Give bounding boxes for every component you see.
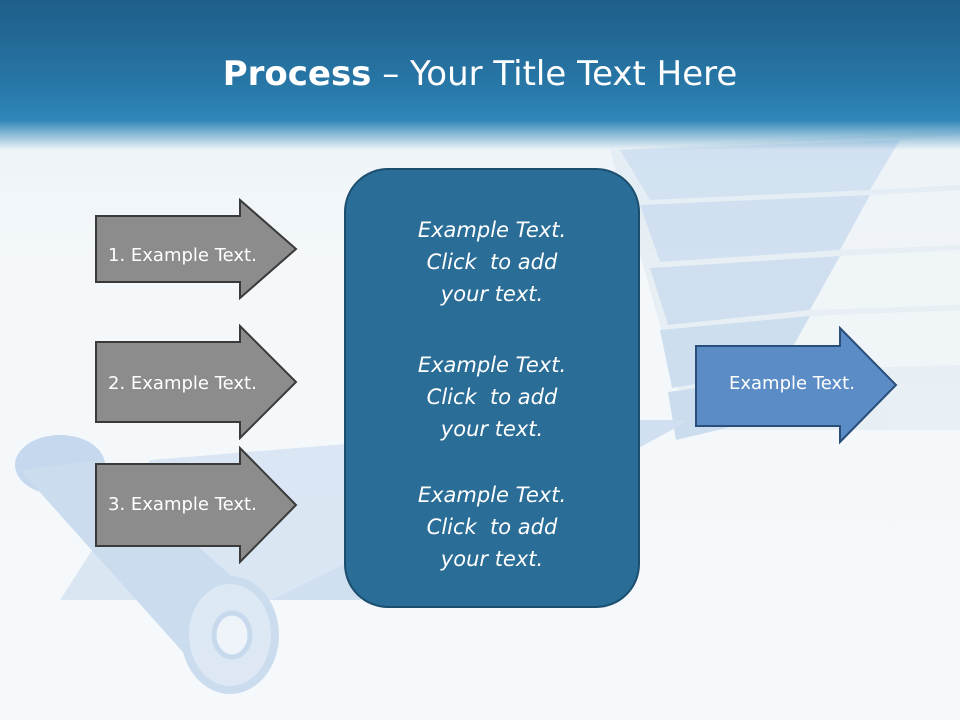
process-arrow-1[interactable] bbox=[94, 198, 300, 300]
center-text-block-2: Example Text. Click to add your text. bbox=[346, 349, 638, 445]
block-3-line-3: your text. bbox=[440, 547, 544, 571]
center-text-block-1: Example Text. Click to add your text. bbox=[346, 214, 638, 310]
block-3-line-2: Click to add bbox=[426, 515, 558, 539]
process-arrow-3[interactable] bbox=[94, 446, 300, 564]
block-1-line-3: your text. bbox=[440, 282, 544, 306]
block-2-line-1: Example Text. bbox=[417, 353, 567, 377]
title-bold: Process bbox=[222, 54, 372, 94]
center-text-box[interactable]: Example Text. Click to add your text. Ex… bbox=[344, 168, 640, 608]
process-arrow-3-label: 3. Example Text. bbox=[108, 494, 257, 515]
title-bar bbox=[0, 0, 960, 150]
block-3-line-1: Example Text. bbox=[417, 483, 567, 507]
block-1-line-1: Example Text. bbox=[417, 218, 567, 242]
result-arrow-label: Example Text. bbox=[729, 373, 855, 394]
process-arrow-1-label: 1. Example Text. bbox=[108, 245, 257, 266]
result-arrow[interactable] bbox=[694, 326, 900, 446]
block-2-line-2: Click to add bbox=[426, 385, 558, 409]
slide-title: Process – Your Title Text Here bbox=[0, 52, 960, 96]
block-2-line-3: your text. bbox=[440, 417, 544, 441]
process-arrow-2[interactable] bbox=[94, 324, 300, 440]
title-rest: – Your Title Text Here bbox=[371, 54, 738, 94]
center-text-block-3: Example Text. Click to add your text. bbox=[346, 479, 638, 575]
block-1-line-2: Click to add bbox=[426, 250, 558, 274]
process-arrow-2-label: 2. Example Text. bbox=[108, 373, 257, 394]
